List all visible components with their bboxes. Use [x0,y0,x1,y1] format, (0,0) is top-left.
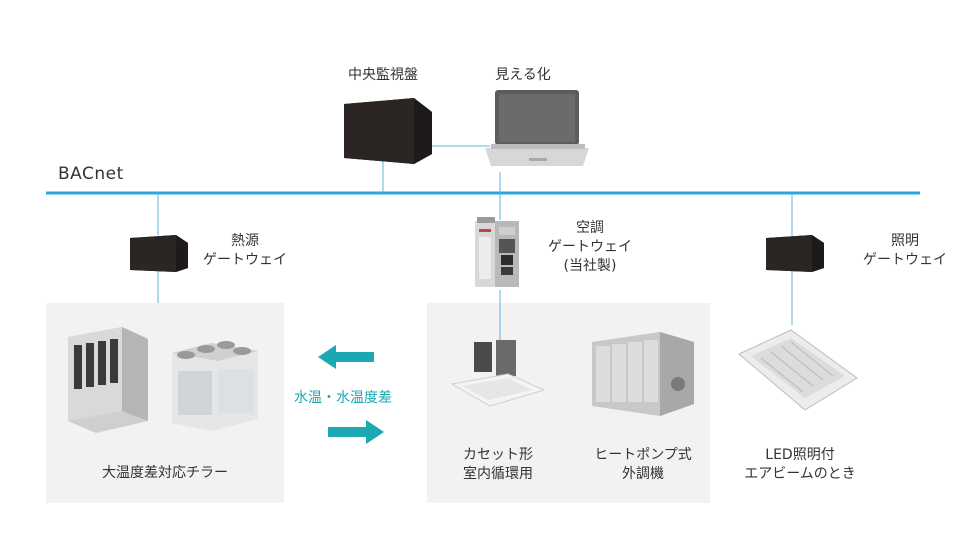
heat-gateway-line2: ゲートウェイ [203,252,287,268]
lighting-gateway-label: 照明 ゲートウェイ [850,232,960,270]
lighting-gateway-icon [766,235,824,272]
heat-gateway-label: 熱源 ゲートウェイ [200,232,290,270]
ac-gateway-line3: (当社製) [563,258,617,274]
visualization-label: 見える化 [495,67,551,83]
chiller-label: 大温度差対応チラー [102,465,228,481]
central-monitor-label: 中央監視盤 [348,67,418,83]
heat-gateway-line1: 熱源 [231,233,259,249]
led-air-beam-icon [738,329,858,411]
bacnet-label: BACnet [58,164,124,184]
cassette-line1: カセット形 [463,447,533,463]
cassette-unit-icon [450,340,546,407]
laptop-icon [485,90,589,166]
lighting-gateway-line1: 照明 [891,233,919,249]
central-monitor-icon [344,98,432,164]
supply-arrow [328,420,384,444]
lighting-gateway-line2: ゲートウェイ [863,252,947,268]
chiller-icon [68,327,258,433]
ac-gateway-line2: ゲートウェイ [548,239,632,255]
heat-pump-line1: ヒートポンプ式 [594,447,692,463]
led-line1: LED照明付 [765,447,835,463]
heat-pump-label: ヒートポンプ式 外調機 [578,446,708,484]
led-line2: エアビームのとき [744,466,856,482]
heat-gateway-icon [130,235,188,272]
flow-label: 水温・水温度差 [294,390,392,406]
heat-pump-icon [592,332,694,416]
heat-pump-line2: 外調機 [622,466,664,482]
led-label: LED照明付 エアビームのとき [730,446,870,484]
ac-gateway-line1: 空調 [576,220,604,236]
cassette-label: カセット形 室内循環用 [438,446,558,484]
return-arrow [318,345,374,369]
ac-gateway-label: 空調 ゲートウェイ (当社製) [540,219,640,276]
ac-gateway-device-icon [475,217,519,287]
cassette-line2: 室内循環用 [463,466,533,482]
